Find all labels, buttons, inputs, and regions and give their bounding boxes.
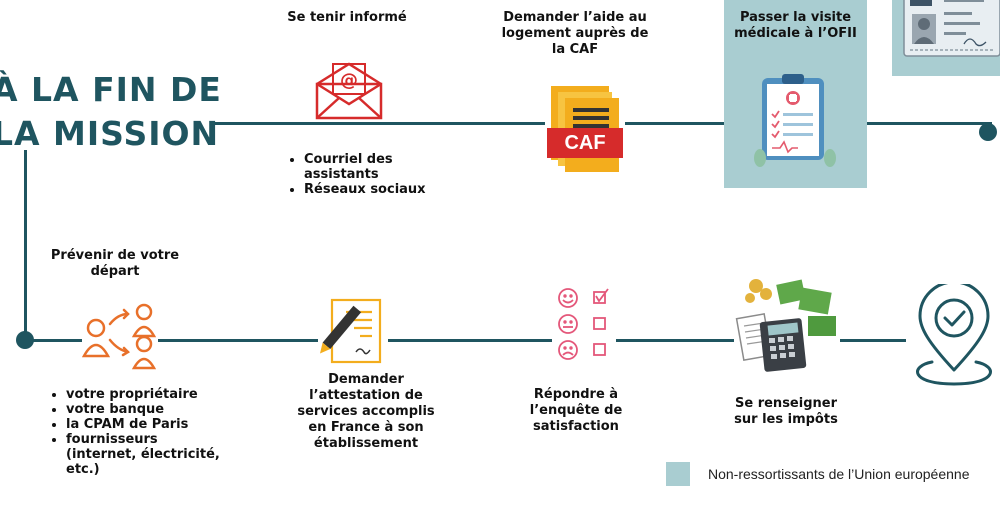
bottom-start-dot <box>16 331 34 349</box>
step-attestation-label: Demander l’attestation de services accom… <box>297 372 435 451</box>
section-heading: À LA FIN DE LA MISSION <box>0 68 222 156</box>
notify-people-icon <box>81 300 158 370</box>
bullet-item: Réseaux sociaux <box>304 182 444 197</box>
step-ofii-label: Passer la visite médicale à l’OFII <box>734 10 857 41</box>
caf-badge: CAF <box>564 132 606 154</box>
top-end-dot <box>979 123 997 141</box>
step-taxes-label: Se renseigner sur les impôts <box>734 396 838 427</box>
step-caf-label: Demander l’aide au logement auprès de la… <box>501 10 649 57</box>
bullet-item: votre banque <box>66 402 226 417</box>
step-departure-bullets: votre propriétaire votre banque la CPAM … <box>50 387 226 477</box>
visa-card-icon <box>902 0 1000 66</box>
caf-document-icon: CAF <box>545 84 625 174</box>
bullet-item: Courriel des assistants <box>304 152 444 182</box>
satisfaction-survey-icon <box>552 286 616 362</box>
bullet-item: votre propriétaire <box>66 387 226 402</box>
step-informed-bullets: Courriel des assistants Réseaux sociaux <box>288 152 444 197</box>
email-icon: @ <box>311 60 387 122</box>
heading-line-2: LA MISSION <box>0 114 220 153</box>
bullet-item: la CPAM de Paris <box>66 417 226 432</box>
legend-swatch <box>666 462 690 486</box>
legend-label: Non-ressortissants de l’Union européenne <box>708 466 970 482</box>
step-informed-label: Se tenir informé <box>287 10 407 25</box>
bullet-item: fournisseurs (internet, électricité, etc… <box>66 432 226 477</box>
taxes-calculator-icon <box>734 276 840 372</box>
step-survey-label: Répondre à l’enquête de satisfaction <box>529 387 623 434</box>
svg-text:@: @ <box>340 70 358 91</box>
medical-clipboard-icon <box>752 70 842 170</box>
heading-connector <box>24 150 27 342</box>
location-check-icon <box>906 280 1000 392</box>
bottom-timeline <box>24 339 909 342</box>
signed-document-icon <box>318 296 388 368</box>
heading-line-1: À LA FIN DE <box>0 70 222 109</box>
step-departure-label: Prévenir de votre départ <box>50 248 180 279</box>
